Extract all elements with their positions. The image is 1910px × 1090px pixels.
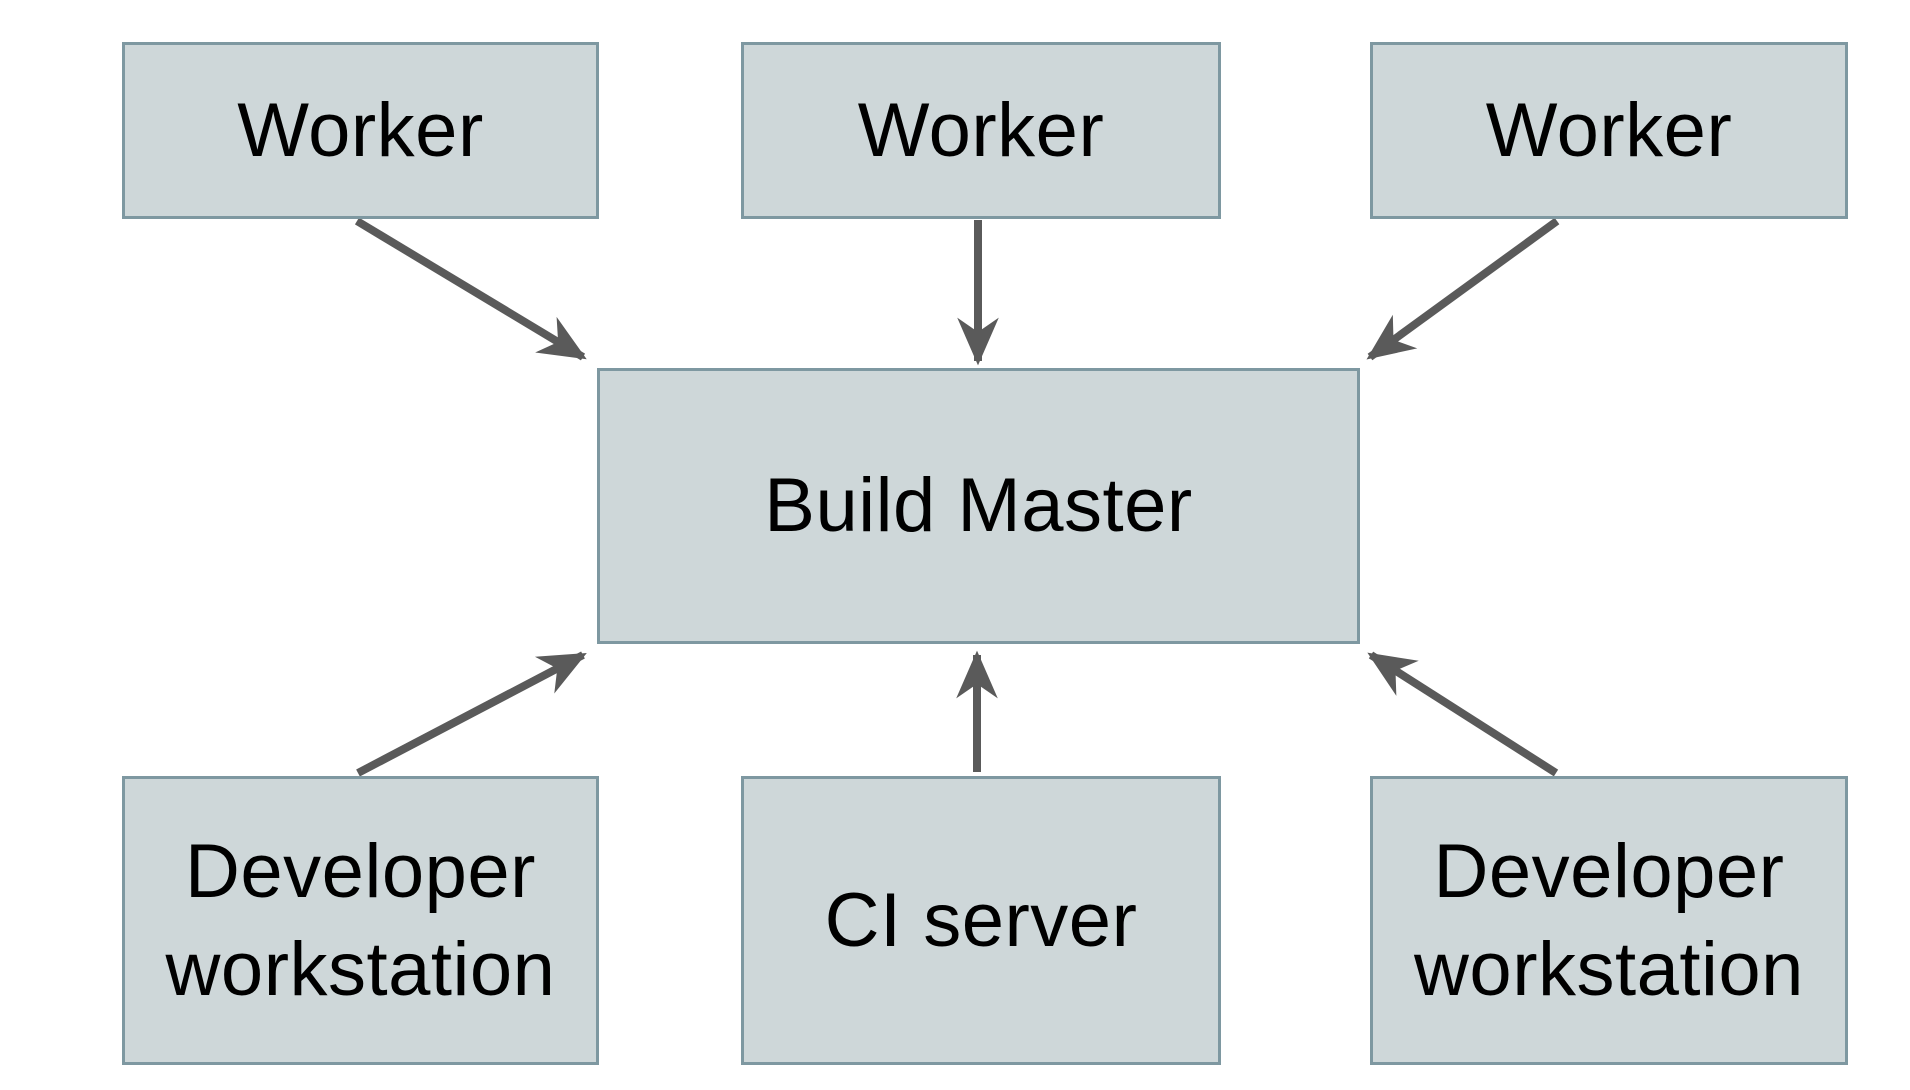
- node-worker-3-label: Worker: [1485, 87, 1733, 173]
- node-developer-workstation-2: Developer workstation: [1370, 776, 1848, 1065]
- node-worker-2-label: Worker: [857, 87, 1105, 173]
- edge-worker-3-to-build-master: [1366, 217, 1560, 361]
- node-build-master: Build Master: [597, 368, 1360, 644]
- node-worker-1: Worker: [122, 42, 599, 219]
- node-developer-workstation-2-label: Developer workstation: [1414, 829, 1804, 1012]
- node-build-master-label: Build Master: [764, 463, 1193, 549]
- node-ci-server-label: CI server: [824, 877, 1138, 963]
- node-worker-2: Worker: [741, 42, 1221, 219]
- node-developer-workstation-1: Developer workstation: [122, 776, 599, 1065]
- edge-developer-workstation-1-to-build-master: [356, 651, 587, 777]
- node-developer-workstation-1-label: Developer workstation: [165, 829, 556, 1012]
- node-ci-server: CI server: [741, 776, 1221, 1065]
- node-worker-1-label: Worker: [237, 87, 484, 173]
- node-worker-3: Worker: [1370, 42, 1848, 219]
- edge-developer-workstation-2-to-build-master: [1367, 651, 1559, 777]
- edge-worker-1-to-build-master: [354, 217, 587, 361]
